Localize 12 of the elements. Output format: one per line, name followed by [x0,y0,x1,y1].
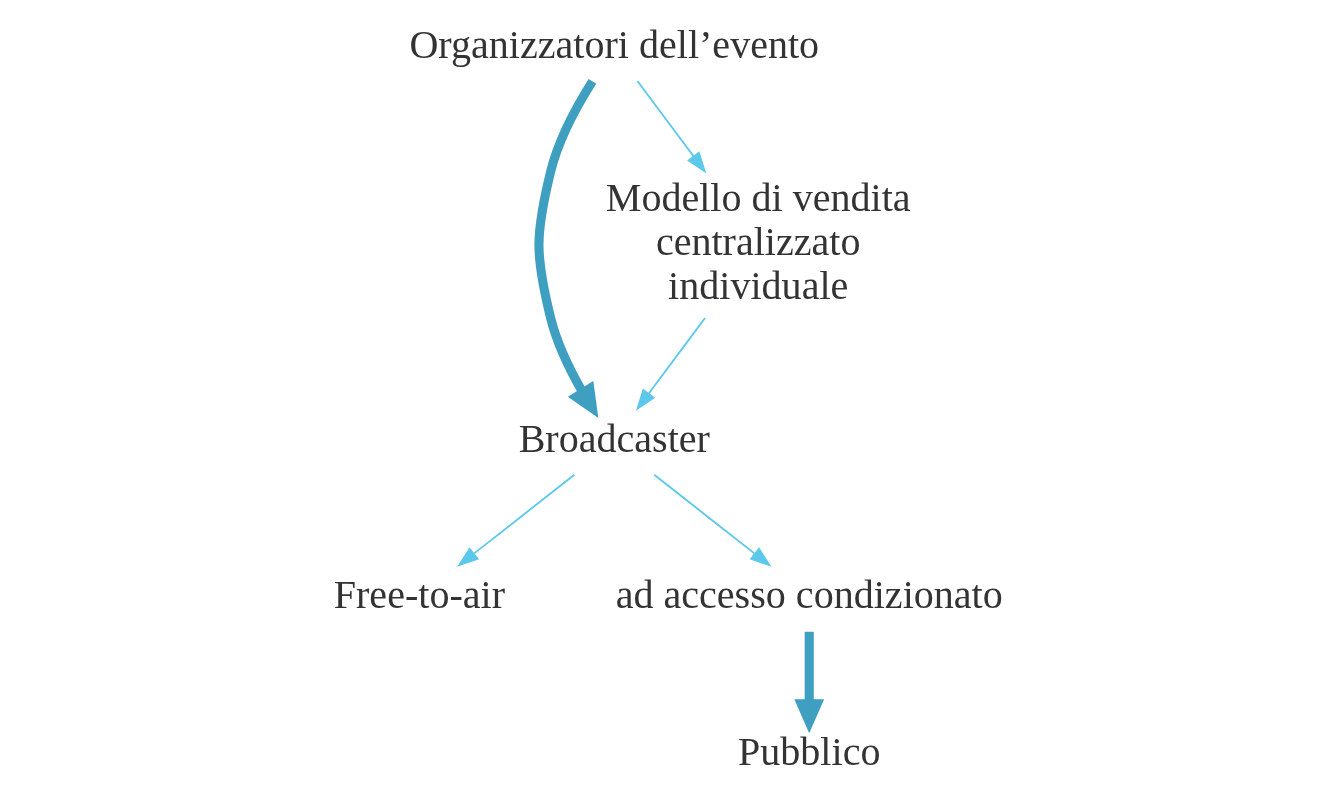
arrow [652,473,772,567]
arrow [533,78,598,418]
node-text: ad accesso condizionato [615,572,1003,618]
node-text: Free-to-air [333,572,505,618]
arrow [456,473,575,567]
node-text: Modello di vendita centralizzato individuale [605,175,911,308]
arrow [793,631,824,734]
node-text: Broadcaster [518,415,710,461]
arrow [635,317,706,411]
node-text: Pubblico [737,729,880,775]
node-text: Organizzatori dell’evento [408,22,819,68]
arrow [636,80,706,174]
